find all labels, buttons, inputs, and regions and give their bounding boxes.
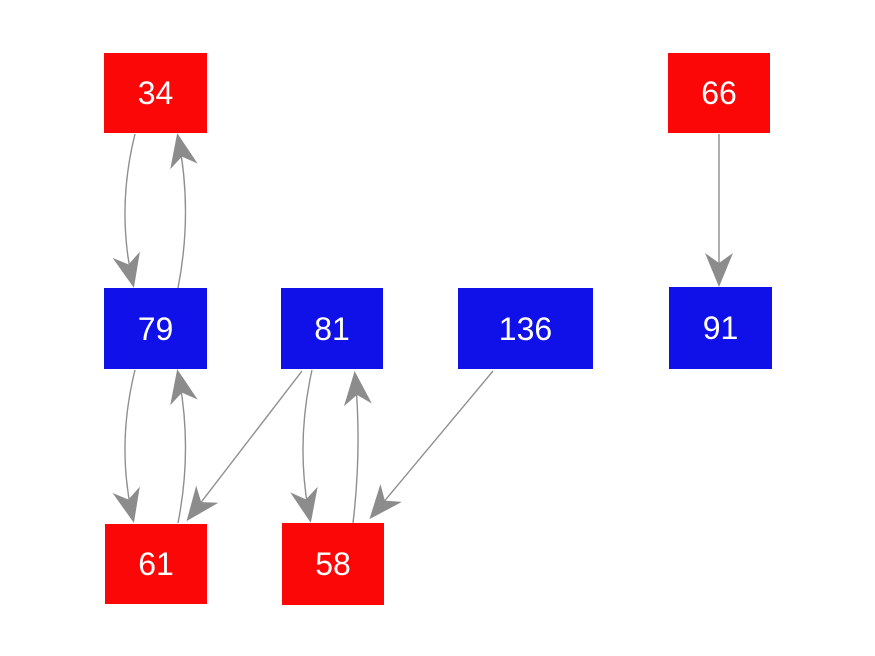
node-label-58: 58 xyxy=(315,546,351,582)
node-label-81: 81 xyxy=(314,310,350,347)
node-label-79: 79 xyxy=(137,310,174,347)
node-label-34: 34 xyxy=(137,75,174,111)
edge-61-to-79 xyxy=(170,369,198,524)
node-79: 79 xyxy=(104,288,207,369)
node-34: 34 xyxy=(104,53,207,133)
edge-81-to-58 xyxy=(290,369,318,523)
node-66: 66 xyxy=(668,53,770,133)
edge-136-to-58 xyxy=(369,370,494,520)
node-label-61: 61 xyxy=(138,546,174,582)
node-label-91: 91 xyxy=(702,310,739,346)
edge-58-to-81 xyxy=(343,371,372,524)
edge-81-to-61 xyxy=(186,370,303,522)
edge-34-to-79 xyxy=(112,133,140,288)
edge-79-to-34 xyxy=(170,133,198,289)
node-136: 136 xyxy=(458,288,593,369)
node-label-136: 136 xyxy=(498,310,553,347)
node-label-66: 66 xyxy=(701,75,737,111)
node-61: 61 xyxy=(105,524,207,604)
node-81: 81 xyxy=(281,288,383,369)
node-58: 58 xyxy=(282,523,384,605)
edge-79-to-61 xyxy=(112,369,140,523)
node-91: 91 xyxy=(669,287,772,369)
